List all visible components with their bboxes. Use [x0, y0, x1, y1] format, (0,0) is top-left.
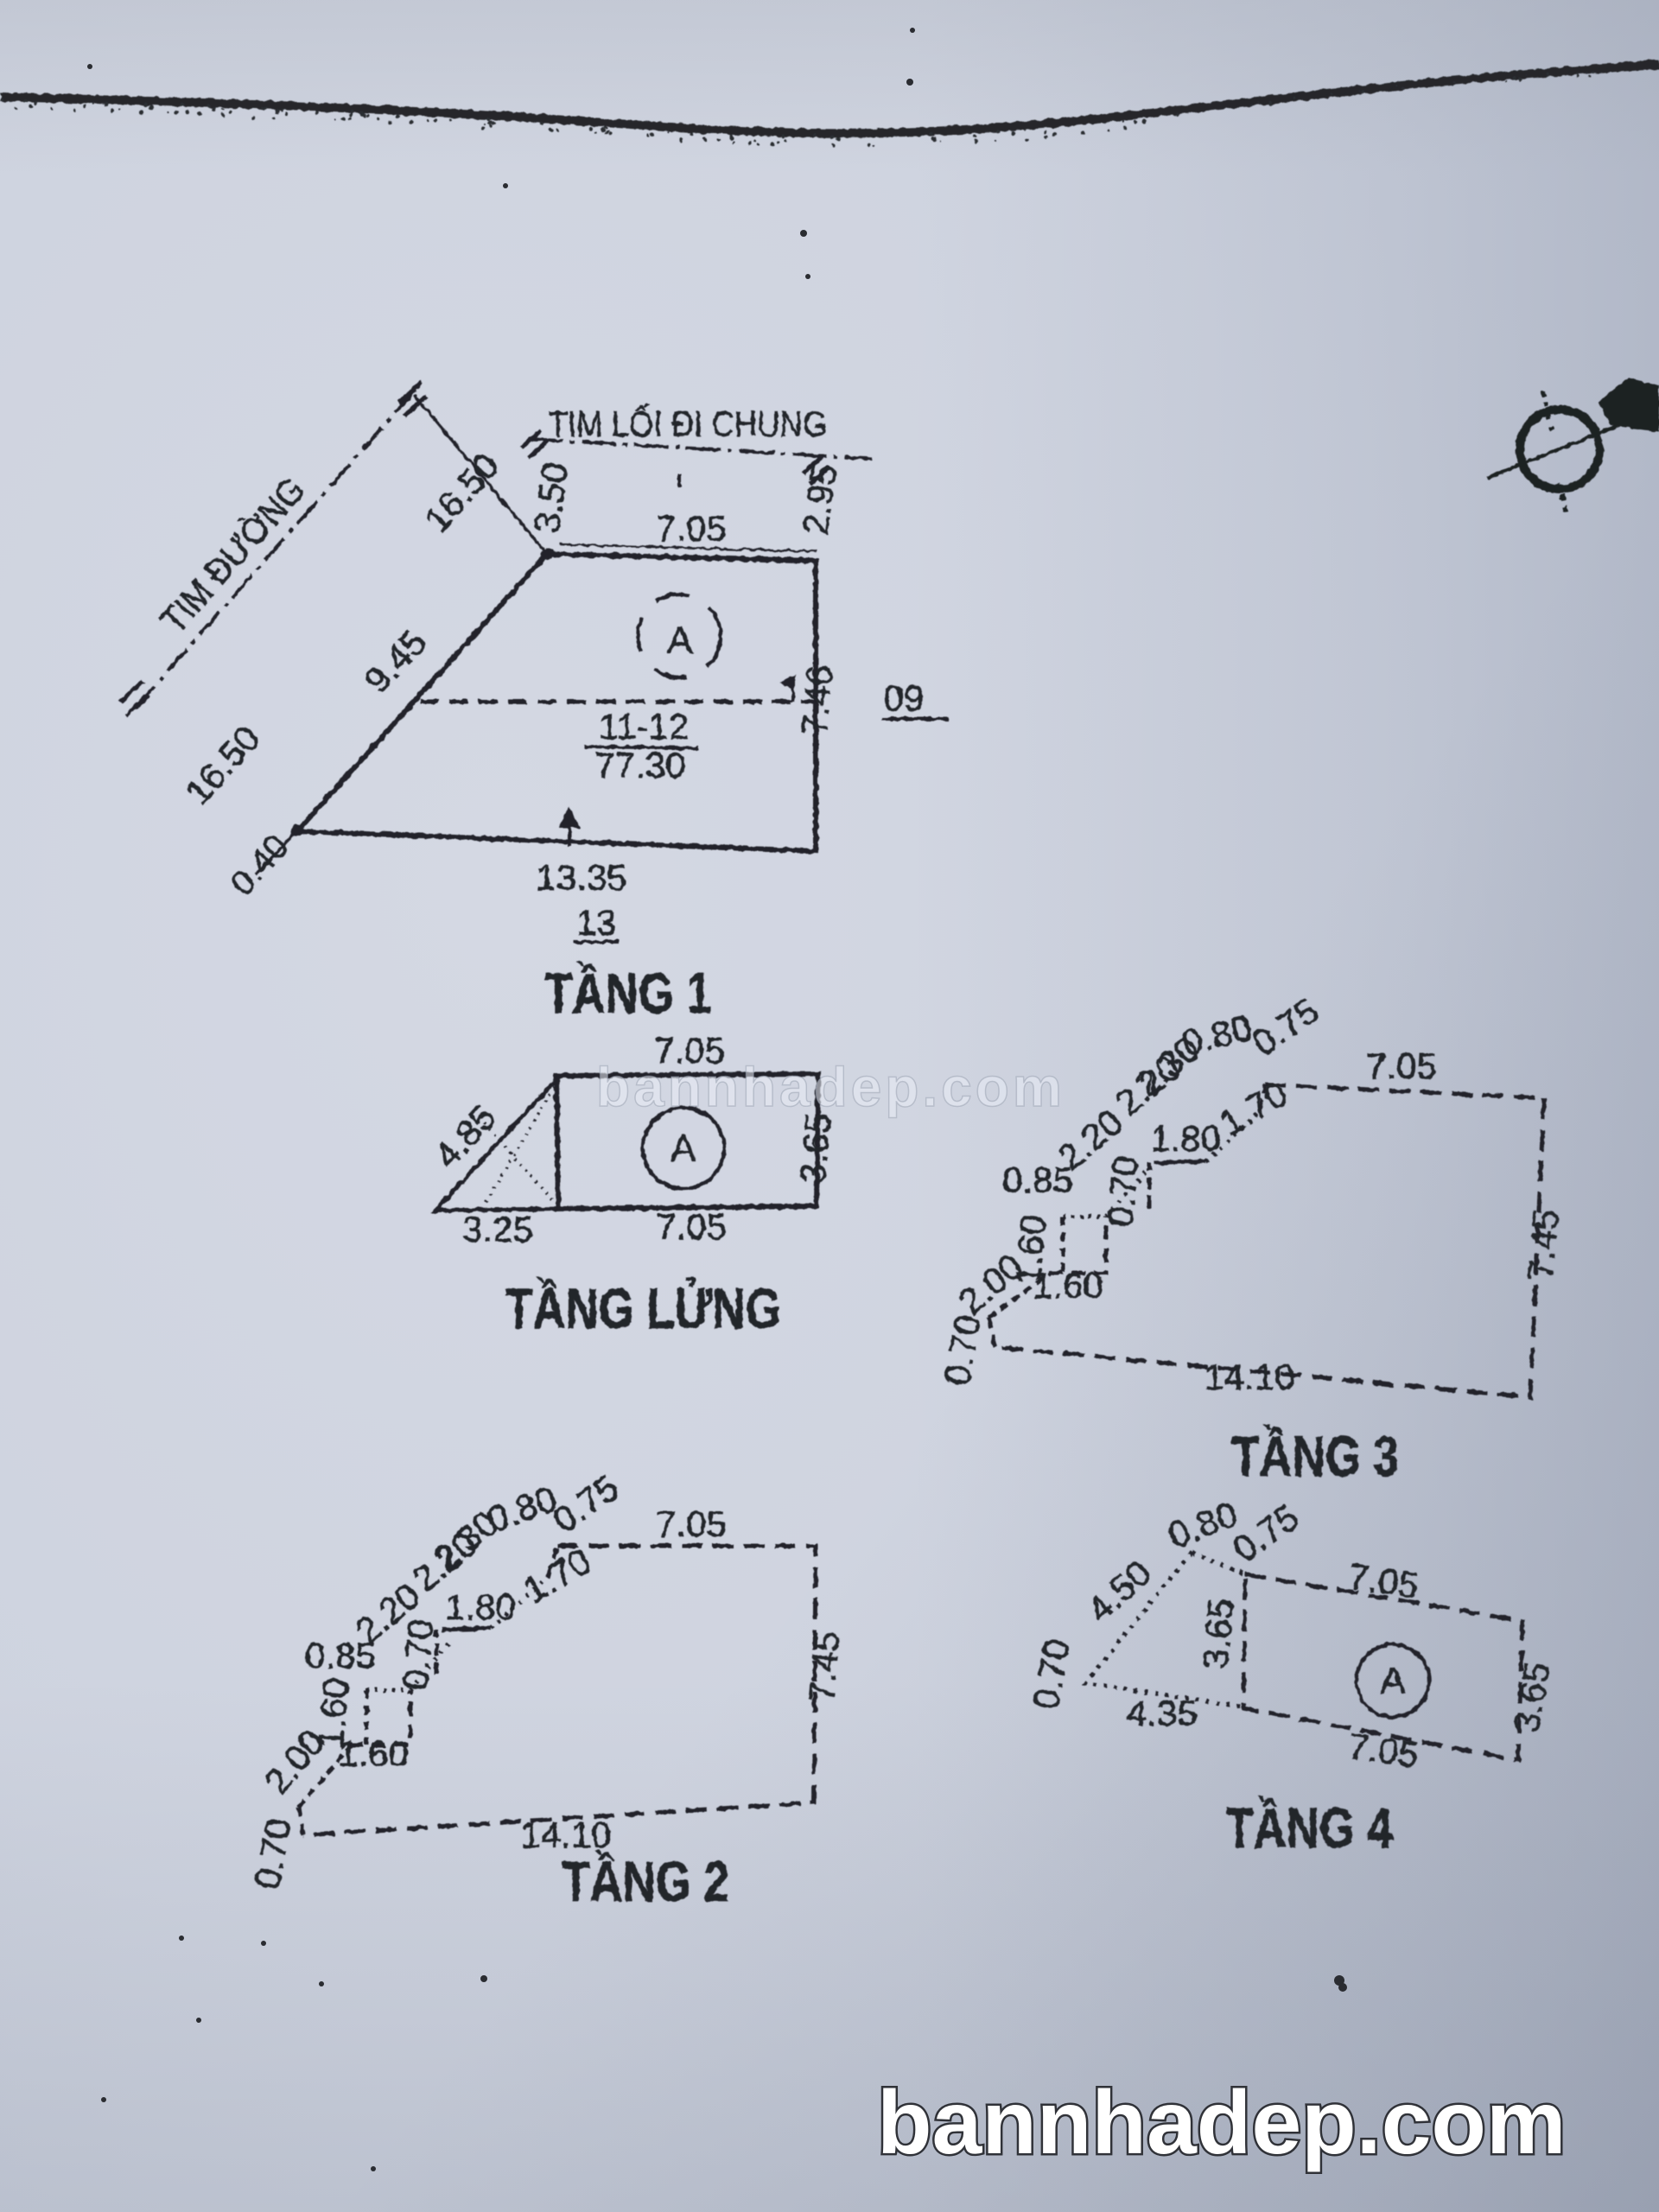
svg-text:TẦNG LỬNG: TẦNG LỬNG	[505, 1276, 780, 1340]
svg-text:3.65: 3.65	[792, 1111, 839, 1185]
svg-text:7.05: 7.05	[654, 1030, 725, 1071]
svg-text:1.80: 1.80	[1150, 1118, 1221, 1159]
svg-text:7.05: 7.05	[656, 1206, 727, 1247]
svg-text:7.05: 7.05	[656, 508, 727, 549]
svg-text:1.60: 1.60	[338, 1733, 409, 1774]
svg-text:14.10: 14.10	[520, 1815, 611, 1855]
svg-text:TẦNG 3: TẦNG 3	[1231, 1424, 1399, 1488]
svg-text:7.45: 7.45	[1520, 1208, 1567, 1282]
svg-text:A: A	[667, 620, 693, 662]
svg-text:7.46: 7.46	[794, 664, 841, 738]
svg-text:bannhadep.com: bannhadep.com	[877, 2073, 1566, 2173]
svg-text:2.95: 2.95	[795, 461, 845, 537]
svg-text:0.70: 0.70	[395, 1618, 442, 1692]
svg-text:TẦNG 4: TẦNG 4	[1225, 1796, 1393, 1859]
svg-text:1.60: 1.60	[1033, 1265, 1103, 1306]
svg-text:4.35: 4.35	[1127, 1693, 1198, 1733]
svg-text:0.85: 0.85	[305, 1635, 376, 1675]
svg-text:0.85: 0.85	[1002, 1160, 1073, 1200]
svg-text:7.05: 7.05	[1345, 1556, 1421, 1606]
svg-text:bannhadep.com: bannhadep.com	[596, 1056, 1065, 1118]
svg-text:77.30: 77.30	[594, 745, 685, 785]
svg-text:13: 13	[576, 902, 617, 943]
svg-text:TẦNG 1: TẦNG 1	[544, 961, 712, 1025]
svg-text:13.35: 13.35	[536, 857, 626, 898]
svg-text:A: A	[1380, 1660, 1406, 1702]
svg-text:1.60: 1.60	[310, 1676, 357, 1751]
svg-text:1.60: 1.60	[1007, 1213, 1054, 1287]
svg-text:14.10: 14.10	[1204, 1357, 1294, 1397]
svg-text:09: 09	[884, 677, 925, 718]
svg-text:7.05: 7.05	[1366, 1046, 1437, 1086]
svg-text:TẦNG 2: TẦNG 2	[562, 1849, 729, 1913]
svg-text:7.05: 7.05	[1345, 1726, 1421, 1776]
svg-text:TIM LỐI ĐI CHUNG: TIM LỐI ĐI CHUNG	[549, 404, 828, 445]
svg-text:3.50: 3.50	[526, 460, 576, 535]
svg-text:7.05: 7.05	[656, 1503, 727, 1544]
svg-text:3.65: 3.65	[1195, 1597, 1242, 1671]
svg-text:11-12: 11-12	[599, 706, 689, 747]
svg-text:7.45: 7.45	[801, 1630, 848, 1704]
svg-text:0.70: 0.70	[1100, 1154, 1147, 1229]
svg-text:1.80: 1.80	[445, 1586, 516, 1627]
svg-text:A: A	[671, 1128, 696, 1170]
svg-text:3.25: 3.25	[462, 1209, 533, 1249]
